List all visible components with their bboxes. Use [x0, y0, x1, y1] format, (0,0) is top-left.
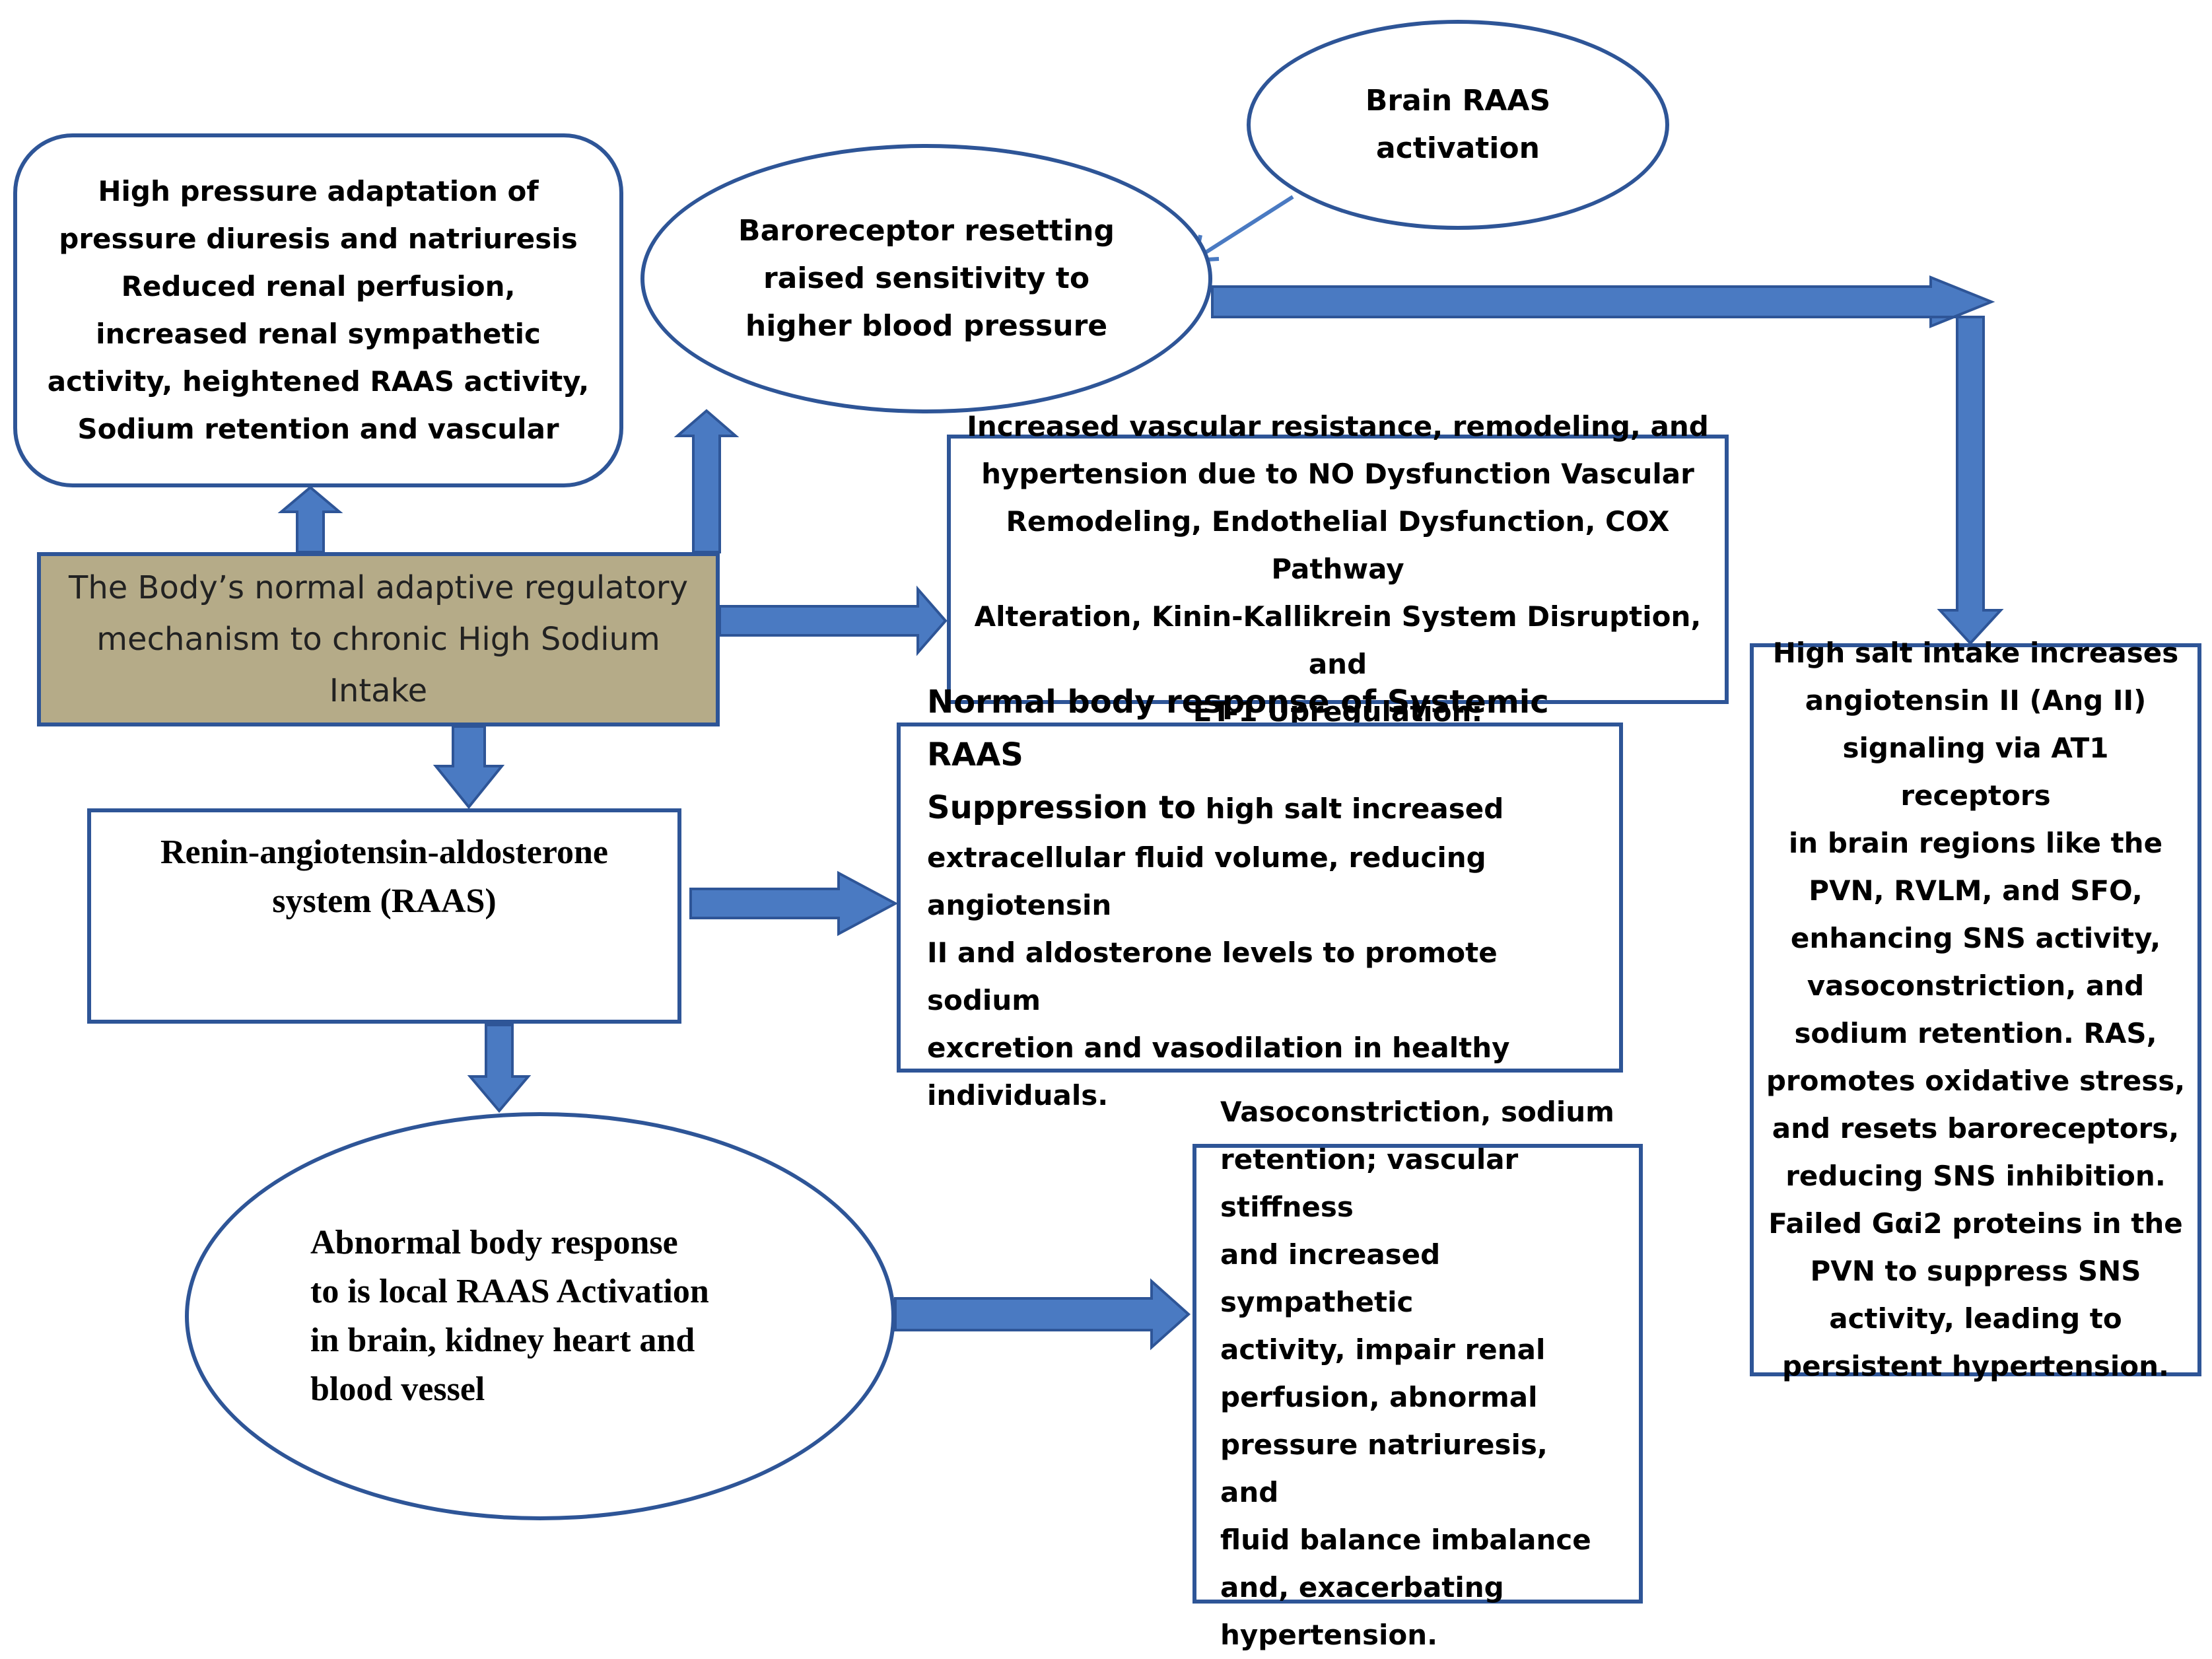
adaptive-mechanism-label: The Body’s normal adaptive regulatory me…: [69, 569, 688, 709]
vasoconstriction-outcome-label: Vasoconstriction, sodium retention; vasc…: [1220, 1096, 1614, 1651]
connector-layer: [277, 195, 2004, 1351]
brain-raas-activation-node: Brain RAAS activation: [1247, 20, 1669, 230]
systemic-raas-suppression-lead: Normal body response of Systemic RAAS Su…: [927, 684, 1549, 826]
arrow-raas-to-systemic-suppression: [689, 870, 899, 936]
systemic-raas-suppression-node: Normal body response of Systemic RAAS Su…: [897, 684, 1623, 1112]
abnormal-response-node: Abnormal body response to is local RAAS …: [185, 1112, 895, 1520]
arrow-abnormal-to-vasoconstriction: [894, 1278, 1191, 1351]
arrow-adaptive-to-baroreceptor: [674, 409, 740, 553]
systemic-raas-suppression-text: Normal body response of Systemic RAAS Su…: [927, 676, 1593, 1119]
baroreceptor-resetting-node: Baroreceptor resetting raised sensitivit…: [640, 144, 1212, 413]
vasoconstriction-outcome-node: Vasoconstriction, sodium retention; vasc…: [1192, 1096, 1643, 1651]
arrow-adaptive-to-vascular-resistance: [718, 585, 948, 656]
adaptive-mechanism-node: The Body’s normal adaptive regulatory me…: [37, 552, 720, 726]
arrow-raas-to-abnormal-response: [467, 1024, 532, 1113]
vascular-resistance-label: Increased vascular resistance, remodelin…: [967, 410, 1709, 728]
arrow-brain-raas-to-baroreceptor: [1192, 195, 1294, 263]
vascular-resistance-node: Increased vascular resistance, remodelin…: [947, 410, 1729, 728]
high-pressure-adaptation-label: High pressure adaptation of pressure diu…: [47, 175, 590, 445]
flow-diagram: Brain RAAS activation Baroreceptor reset…: [13, 20, 2201, 1651]
brain-raas-activation-label: Brain RAAS activation: [1365, 84, 1551, 165]
raas-node: Renin-angiotensin-aldosterone system (RA…: [87, 808, 681, 1024]
brain-angiotensin-signaling-label: High salt intake increases angiotensin I…: [1766, 637, 2186, 1382]
raas-label: Renin-angiotensin-aldosterone system (RA…: [160, 833, 608, 920]
high-pressure-adaptation-node: High pressure adaptation of pressure diu…: [13, 133, 623, 487]
baroreceptor-resetting-label: Baroreceptor resetting raised sensitivit…: [738, 214, 1115, 343]
arrow-adaptive-to-raas: [432, 725, 505, 810]
abnormal-response-label: Abnormal body response to is local RAAS …: [310, 1224, 709, 1408]
systemic-raas-suppression-body: high salt increased extracellular fluid …: [927, 793, 1510, 1112]
brain-angiotensin-signaling-node: High salt intake increases angiotensin I…: [1750, 637, 2201, 1382]
arrow-adaptive-to-high-pressure: [277, 485, 343, 553]
arrow-baroreceptor-to-brain-ang: [1211, 275, 2004, 645]
